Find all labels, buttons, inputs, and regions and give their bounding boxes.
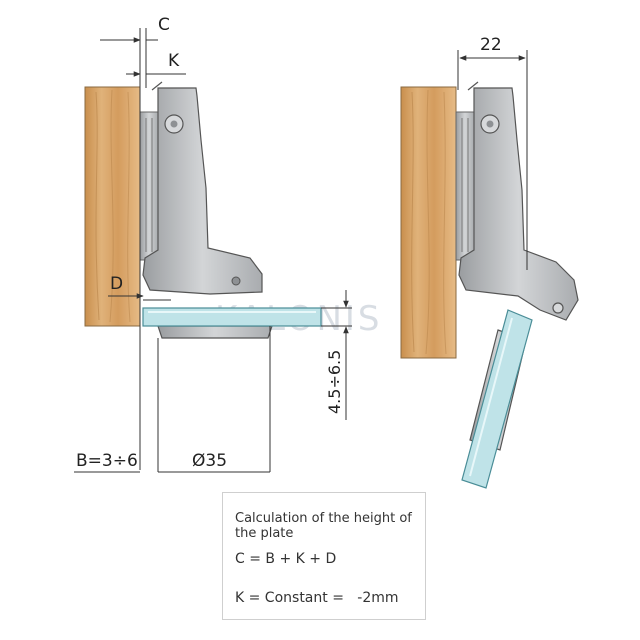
left-door-panel — [142, 307, 322, 327]
dim-label-c: C — [158, 15, 170, 35]
info-box-constant: K = Constant = -2mm — [235, 590, 399, 606]
left-closed-view: C K D 4.5÷6.5 B=3÷6 Ø35 — [74, 15, 352, 473]
dim-label-cup-diameter: Ø35 — [192, 451, 227, 471]
right-wood-panel — [400, 86, 457, 359]
dim-label-d: D — [110, 274, 123, 294]
plate-height-info-box: Calculation of the height of the plate C… — [222, 492, 426, 620]
dim-label-b: B=3÷6 — [76, 451, 138, 471]
dim-label-k: K — [168, 51, 180, 71]
right-dimension-lines — [457, 50, 528, 270]
left-dimension-lines — [74, 28, 352, 473]
left-wood-panel — [84, 86, 141, 327]
right-open-door — [461, 309, 533, 489]
left-mounting-plate — [139, 111, 159, 261]
right-mounting-plate — [455, 111, 475, 261]
right-open-view: 22 — [400, 35, 579, 489]
dim-label-plate-height: 4.5÷6.5 — [325, 350, 344, 414]
info-box-title: Calculation of the height of the plate — [235, 511, 412, 541]
left-hinge-cup — [157, 325, 273, 339]
left-hinge-arm — [142, 81, 263, 295]
right-hinge-arm — [458, 81, 579, 321]
info-box-formula: C = B + K + D — [235, 551, 337, 567]
dim-label-22: 22 — [480, 35, 502, 55]
